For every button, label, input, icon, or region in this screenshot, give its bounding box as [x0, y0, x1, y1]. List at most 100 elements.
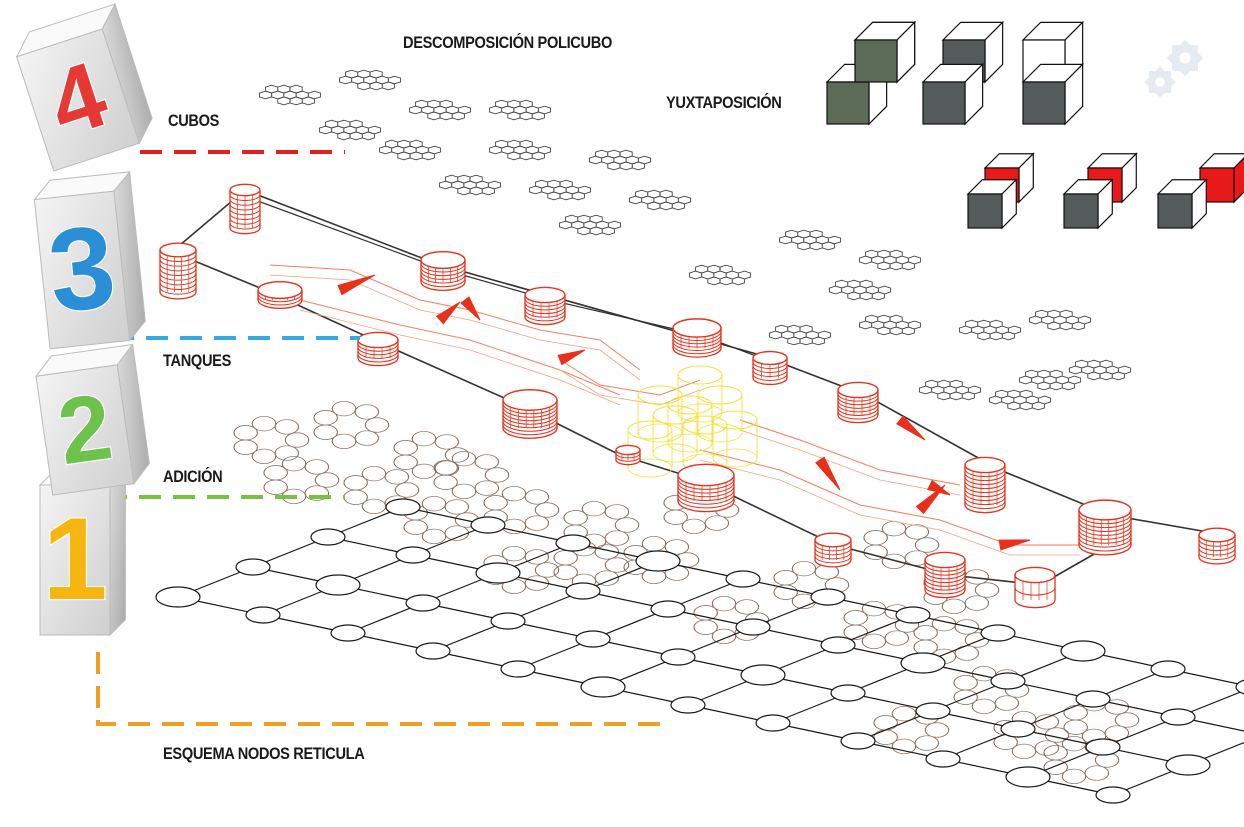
cube-hex-cluster: [488, 139, 552, 161]
wire-corridor: [739, 419, 961, 486]
polycube-unit: [1021, 62, 1085, 126]
addition-flower-shape: [433, 451, 510, 499]
wire-corridor: [559, 359, 701, 396]
tank-cylinder: [1014, 566, 1056, 609]
number-block: 3: [33, 170, 146, 350]
cube-hex-cluster: [628, 189, 692, 211]
cube-hex-cluster: [488, 99, 552, 121]
polycube-unit: [1062, 178, 1114, 230]
tank-cylinder: [229, 183, 261, 235]
grid-node: [555, 534, 591, 552]
grid-node: [650, 600, 686, 618]
cube-hex-cluster: [408, 99, 472, 121]
cube-hex-cluster: [828, 279, 892, 301]
cube-hex-cluster: [1028, 309, 1092, 331]
grid-node: [755, 714, 791, 732]
tank-cylinder: [159, 242, 197, 300]
cube-hex-cluster: [338, 69, 402, 91]
yellow-overlap-region: [627, 365, 758, 478]
tank-cylinder: [814, 532, 852, 568]
grid-node: [925, 750, 961, 768]
tank-layer: [159, 183, 1236, 609]
flow-arrow: [896, 415, 926, 441]
grid-node: [330, 624, 366, 642]
tank-cylinder: [752, 350, 788, 386]
addition-flower-shape: [953, 666, 1030, 714]
cube-hex-cluster: [858, 314, 922, 336]
grid-node: [900, 652, 946, 674]
addition-flower-shape: [843, 601, 920, 649]
grid-node: [1075, 690, 1111, 708]
flow-arrow: [927, 479, 951, 496]
cube-hex-cluster: [258, 84, 322, 106]
grid-node: [1000, 720, 1036, 738]
cube-hex-cluster: [378, 139, 442, 161]
cube-hex-cluster: [558, 214, 622, 236]
esquema-leader-line: [96, 652, 668, 726]
addition-flower-shape: [873, 706, 950, 754]
cube-hex-cluster: [688, 264, 752, 286]
polycube-decomposition-layer: [825, 20, 1244, 230]
number-block: 2: [34, 343, 150, 496]
flow-arrow: [815, 456, 841, 491]
wire-corridor: [559, 369, 701, 406]
block-number: 3: [43, 200, 121, 337]
cube-hex-cluster: [588, 149, 652, 171]
tank-cylinder: [964, 456, 1006, 514]
addition-flower-shape: [923, 566, 1000, 614]
grid-node: [155, 586, 201, 608]
grid-node: [1095, 786, 1131, 804]
cube-hex-cluster: [858, 249, 922, 271]
grid-node: [735, 618, 771, 636]
tank-outline: [179, 254, 1111, 586]
adicion-label: ADICIÓN: [163, 467, 223, 486]
cube-hex-cluster: [768, 324, 832, 346]
grid-node: [470, 516, 506, 534]
adicion-leader-line: [120, 480, 345, 499]
cube-hex-cluster: [988, 389, 1052, 411]
addition-flower-shape: [993, 711, 1070, 759]
grid-node: [725, 570, 761, 588]
grid-node: [895, 606, 931, 624]
tank-cylinder: [677, 463, 735, 513]
grid-node: [310, 528, 346, 546]
polycube-unit: [853, 20, 917, 84]
polycube-unit: [1156, 178, 1208, 230]
tank-cylinder: [357, 331, 399, 367]
cubos-label: CUBOS: [168, 111, 220, 130]
cube-hex-cluster: [1068, 359, 1132, 381]
cube-hex-cluster: [958, 319, 1022, 341]
grid-node: [475, 562, 521, 584]
addition-flower-shape: [393, 431, 470, 479]
addition-flower-shape: [1043, 736, 1120, 784]
title-label: DESCOMPOSICIÓN POLICUBO: [403, 33, 612, 52]
grid-node: [740, 664, 786, 686]
tank-cylinder: [502, 389, 558, 439]
addition-flower-shape: [233, 416, 310, 464]
grid-node: [670, 696, 706, 714]
addition-flower-shape: [553, 541, 630, 589]
cube-hex-cluster: [318, 119, 382, 141]
gear-icon-hole: [1179, 52, 1191, 64]
cube-hex-cluster: [1018, 369, 1082, 391]
tank-cylinder: [924, 551, 966, 599]
node-grid-layer: [155, 498, 1244, 804]
gear-icon-hole: [1155, 77, 1165, 87]
flow-arrow: [337, 274, 376, 296]
grid-node: [490, 612, 526, 630]
grid-node: [580, 676, 626, 698]
grid-node: [915, 702, 951, 720]
grid-node: [1235, 679, 1244, 695]
tank-cylinder: [615, 444, 641, 466]
grid-node: [635, 550, 681, 572]
wire-corridor: [299, 309, 621, 406]
block-number: 1: [42, 493, 107, 624]
flow-arrow: [557, 349, 586, 366]
grid-node: [565, 582, 601, 600]
cube-hex-cluster-layer: [258, 69, 1132, 411]
grid-node: [990, 672, 1026, 690]
tank-cylinder: [837, 381, 879, 424]
